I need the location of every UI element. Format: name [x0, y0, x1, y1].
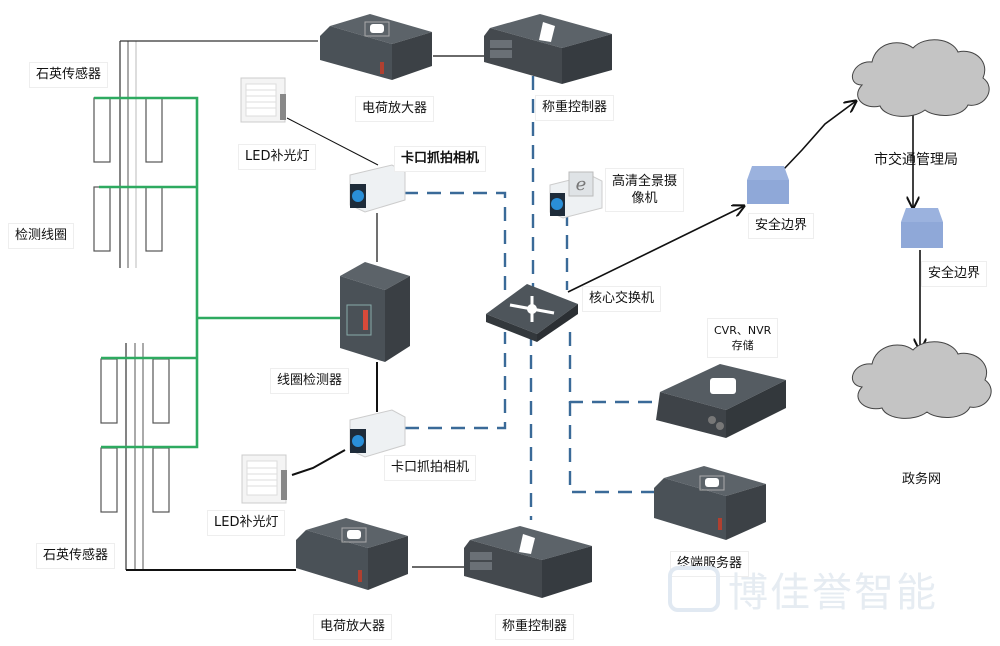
label-cvr-nvr-line1: CVR、NVR [714, 324, 772, 337]
weighing-controller-device-icon [484, 14, 612, 84]
road-sensor-wiring [93, 40, 340, 571]
arrow-links [567, 101, 920, 350]
label-detection-loop: 检测线圈 [8, 223, 75, 249]
loop-coil [100, 447, 118, 513]
label-hd-panorama-camera: 高清全景摄 像机 [605, 168, 685, 212]
loop-detector-device-icon [340, 262, 410, 362]
charge-amplifier-device-icon [320, 14, 432, 80]
label-core-switch: 核心交换机 [582, 286, 662, 312]
label-security-boundary-2: 安全边界 [921, 261, 988, 287]
terminal-server-device-icon [654, 466, 766, 540]
loop-wiring-green [94, 96, 340, 449]
led-light-icon [240, 77, 286, 123]
label-weighing-controller-top: 称重控制器 [535, 95, 615, 121]
label-led-light-bottom: LED补光灯 [207, 510, 286, 536]
label-checkpoint-camera-top: 卡口抓拍相机 [394, 146, 487, 172]
label-hd-panorama-camera-line2: 像机 [631, 191, 658, 206]
label-city-traffic-bureau: 市交通管理局 [874, 152, 958, 168]
loop-coil [152, 358, 170, 424]
watermark-text: 博佳誉智能 [728, 570, 938, 616]
camera-icon [349, 409, 406, 458]
loop-coil [145, 97, 163, 163]
loop-coil [145, 186, 163, 252]
cloud-icon [851, 341, 992, 419]
watermark-logo-icon [668, 566, 720, 612]
cloud-icon [851, 39, 990, 117]
label-cvr-nvr-line2: 存储 [731, 339, 754, 352]
label-quartz-sensor-bottom: 石英传感器 [36, 543, 116, 569]
label-cvr-nvr-storage: CVR、NVR 存储 [707, 318, 779, 358]
label-weighing-controller-bottom: 称重控制器 [495, 614, 575, 640]
dashed-links [404, 76, 655, 520]
label-charge-amplifier-top: 电荷放大器 [355, 96, 435, 122]
weighing-controller-device-icon [464, 526, 592, 598]
label-charge-amplifier-bottom: 电荷放大器 [313, 614, 393, 640]
loop-coil [93, 97, 111, 163]
core-switch-device-icon [486, 284, 578, 342]
svg-text:e: e [576, 174, 587, 195]
led-light-icon [241, 454, 287, 504]
label-gov-network: 政务网 [902, 472, 942, 487]
camera-icon [349, 164, 406, 213]
label-checkpoint-camera-bottom: 卡口抓拍相机 [384, 455, 477, 481]
charge-amplifier-device-icon [296, 518, 408, 590]
loop-coil [100, 358, 118, 424]
label-security-boundary-1: 安全边界 [748, 213, 815, 239]
loop-coil [93, 186, 111, 252]
cvr-nvr-storage-device-icon [656, 364, 786, 438]
camera-icon: e [549, 171, 603, 219]
label-led-light-top: LED补光灯 [238, 144, 317, 170]
security-boundary-icon [747, 166, 789, 204]
security-boundary-icon [901, 208, 943, 248]
label-hd-panorama-camera-line1: 高清全景摄 [612, 174, 678, 189]
label-loop-detector: 线圈检测器 [270, 368, 350, 394]
solid-links [286, 55, 486, 568]
loop-coil [152, 447, 170, 513]
label-quartz-sensor-top: 石英传感器 [29, 62, 109, 88]
